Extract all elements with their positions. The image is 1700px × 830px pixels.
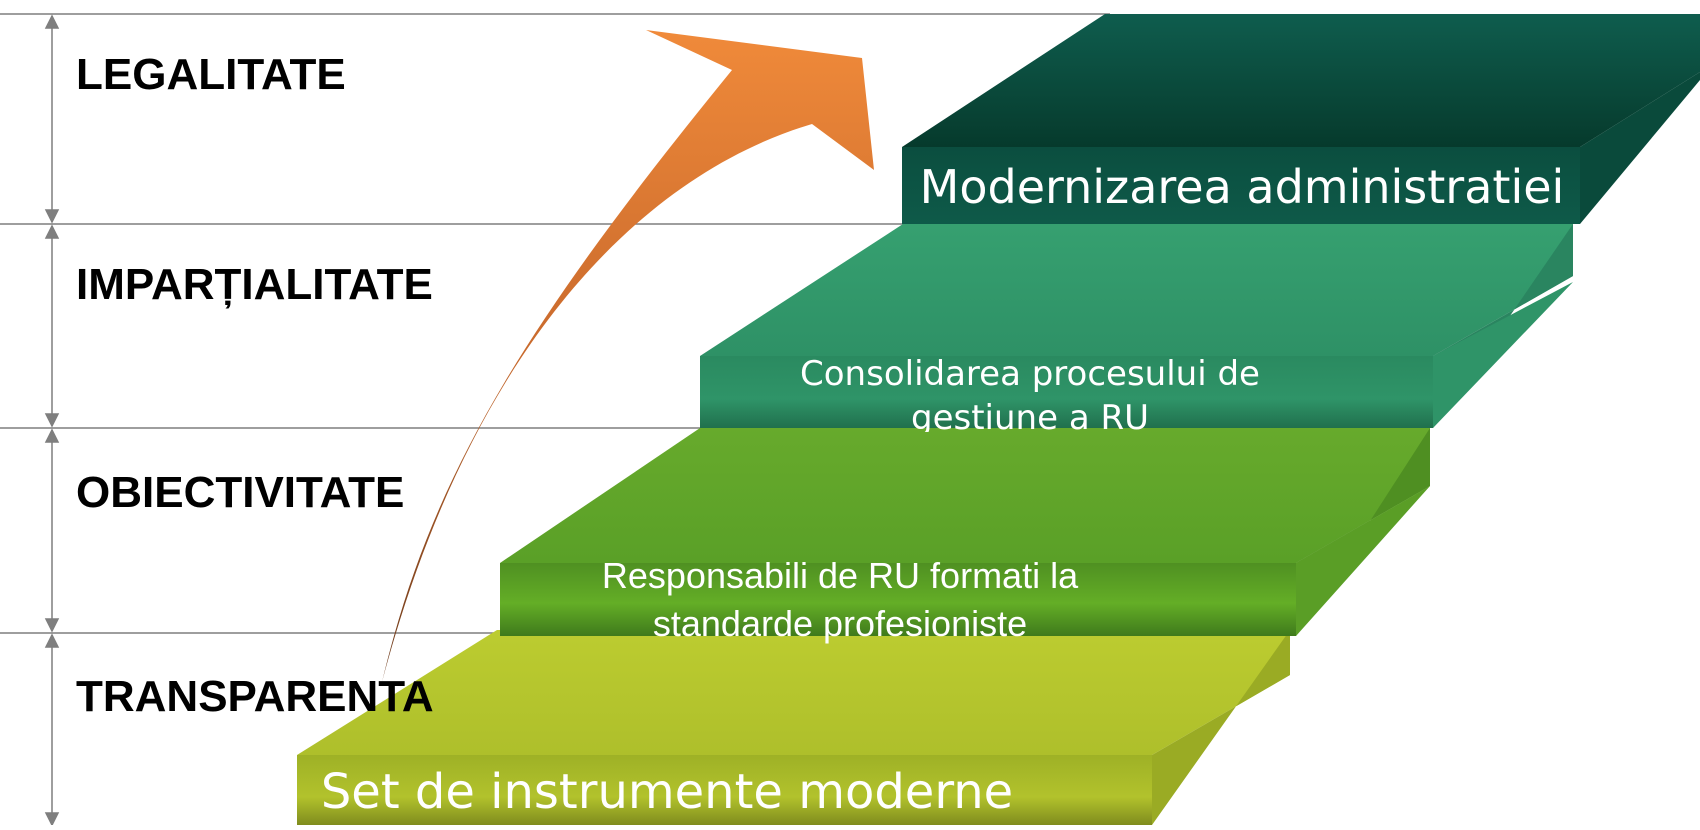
rule-lines [0,13,1110,634]
step-2-top [500,428,1430,563]
step-label-set-instrumente: Set de instrumente moderne [320,764,1014,820]
step-3-side-lower [1433,282,1573,428]
step-1-side [1152,630,1290,825]
principle-label-obiectivitate: OBIECTIVITATE [76,468,405,517]
step-1-front [297,755,1152,825]
step-1-top [297,630,1290,755]
step-4-top [902,14,1700,147]
dimension-arrows [44,14,60,827]
step-label-consolidarea-line1: Consolidarea procesului de [800,354,1260,394]
step-label-consolidarea-line2: gestiune a RU [911,398,1149,432]
step-2 [500,428,1430,636]
step-label-responsabili-line1: Responsabili de RU formati la [601,555,1079,596]
progress-arrow [382,30,874,682]
step-label-responsabili: Responsabili de RU formati la standarde … [500,548,1180,644]
step-4 [902,14,1700,224]
step-4-side [1580,72,1700,224]
step-3-top [700,224,1573,356]
principle-label-legalitate: LEGALITATE [76,50,346,99]
step-label-consolidarea: Consolidarea procesului de gestiune a RU [700,352,1360,432]
step-label-responsabili-line2: standarde profesioniste [652,603,1028,644]
step-label-modernizarea: Modernizarea administratiei [919,160,1565,214]
step-2-front [500,563,1296,636]
step-4-front [902,147,1580,224]
principle-label-transparenta: TRANSPARENTA [76,672,434,721]
step-3-front [700,356,1433,428]
step-2-side-lower [1296,486,1430,636]
step-3 [700,224,1573,428]
step-1 [297,630,1290,825]
principle-label-impartialitate: IMPARȚIALITATE [76,260,433,309]
